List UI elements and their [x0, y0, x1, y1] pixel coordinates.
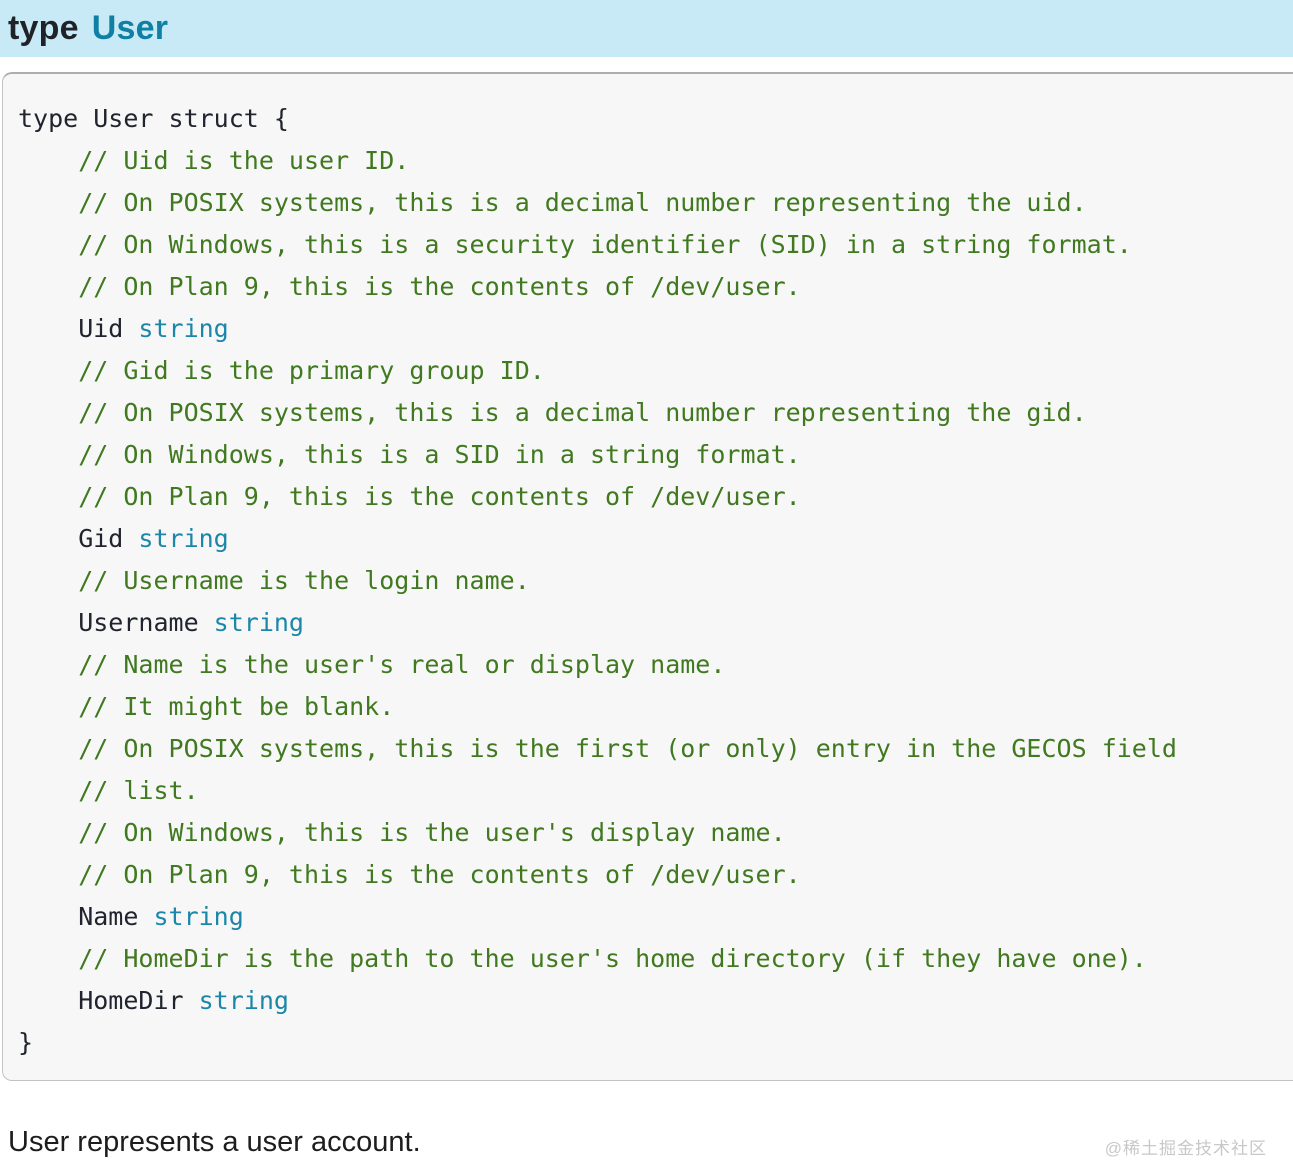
- code-line: // list.: [18, 770, 1293, 812]
- code-content: type User struct { // Uid is the user ID…: [18, 98, 1293, 1064]
- code-token-comment: // On Plan 9, this is the contents of /d…: [18, 860, 801, 889]
- code-token-comment: // On Plan 9, this is the contents of /d…: [18, 272, 801, 301]
- code-line: HomeDir string: [18, 980, 1293, 1022]
- code-line: // Gid is the primary group ID.: [18, 350, 1293, 392]
- code-line: type User struct {: [18, 98, 1293, 140]
- header-type-link[interactable]: User: [91, 9, 169, 47]
- code-token-comment: // On Windows, this is a SID in a string…: [18, 440, 801, 469]
- code-line: // On Plan 9, this is the contents of /d…: [18, 476, 1293, 518]
- code-line: // On Plan 9, this is the contents of /d…: [18, 854, 1293, 896]
- code-token-plain: type User struct {: [18, 104, 289, 133]
- code-token-plain: Name: [18, 902, 154, 931]
- code-token-type: string: [153, 902, 244, 931]
- code-line: // Uid is the user ID.: [18, 140, 1293, 182]
- type-header: type User: [0, 0, 1293, 57]
- code-token-comment: // list.: [18, 776, 199, 805]
- code-token-type: string: [213, 608, 304, 637]
- code-token-comment: // Uid is the user ID.: [18, 146, 410, 175]
- code-token-comment: // Name is the user's real or display na…: [18, 650, 726, 679]
- code-line: // It might be blank.: [18, 686, 1293, 728]
- code-token-comment: // On Plan 9, this is the contents of /d…: [18, 482, 801, 511]
- code-line: Name string: [18, 896, 1293, 938]
- code-token-plain: Username: [18, 608, 214, 637]
- code-token-plain: Uid: [18, 314, 139, 343]
- code-line: // On POSIX systems, this is the first (…: [18, 728, 1293, 770]
- code-line: Username string: [18, 602, 1293, 644]
- code-token-type: string: [138, 524, 229, 553]
- code-token-plain: HomeDir: [18, 986, 199, 1015]
- code-line: // Username is the login name.: [18, 560, 1293, 602]
- code-token-comment: // It might be blank.: [18, 692, 395, 721]
- code-token-comment: // Username is the login name.: [18, 566, 530, 595]
- code-line: Gid string: [18, 518, 1293, 560]
- watermark-text: @稀土掘金技术社区: [1104, 1139, 1267, 1158]
- code-line: Uid string: [18, 308, 1293, 350]
- code-block: type User struct { // Uid is the user ID…: [2, 72, 1293, 1081]
- code-line: // On POSIX systems, this is a decimal n…: [18, 392, 1293, 434]
- code-line: // HomeDir is the path to the user's hom…: [18, 938, 1293, 980]
- code-token-comment: // On POSIX systems, this is the first (…: [18, 734, 1177, 763]
- code-token-plain: }: [18, 1028, 34, 1057]
- description-text: User represents a user account.: [8, 1126, 421, 1158]
- code-line: // Name is the user's real or display na…: [18, 644, 1293, 686]
- code-line: // On Windows, this is a SID in a string…: [18, 434, 1293, 476]
- code-line: // On Windows, this is a security identi…: [18, 224, 1293, 266]
- code-token-type: string: [138, 314, 229, 343]
- code-token-plain: Gid: [18, 524, 139, 553]
- code-token-comment: // On POSIX systems, this is a decimal n…: [18, 398, 1087, 427]
- code-token-type: string: [198, 986, 289, 1015]
- code-token-comment: // On Windows, this is a security identi…: [18, 230, 1132, 259]
- code-line: // On Windows, this is the user's displa…: [18, 812, 1293, 854]
- header-keyword: type: [8, 9, 79, 47]
- code-line: // On POSIX systems, this is a decimal n…: [18, 182, 1293, 224]
- code-token-comment: // Gid is the primary group ID.: [18, 356, 545, 385]
- code-token-comment: // On POSIX systems, this is a decimal n…: [18, 188, 1087, 217]
- code-line: }: [18, 1022, 1293, 1064]
- code-token-comment: // On Windows, this is the user's displa…: [18, 818, 786, 847]
- code-token-comment: // HomeDir is the path to the user's hom…: [18, 944, 1147, 973]
- code-line: // On Plan 9, this is the contents of /d…: [18, 266, 1293, 308]
